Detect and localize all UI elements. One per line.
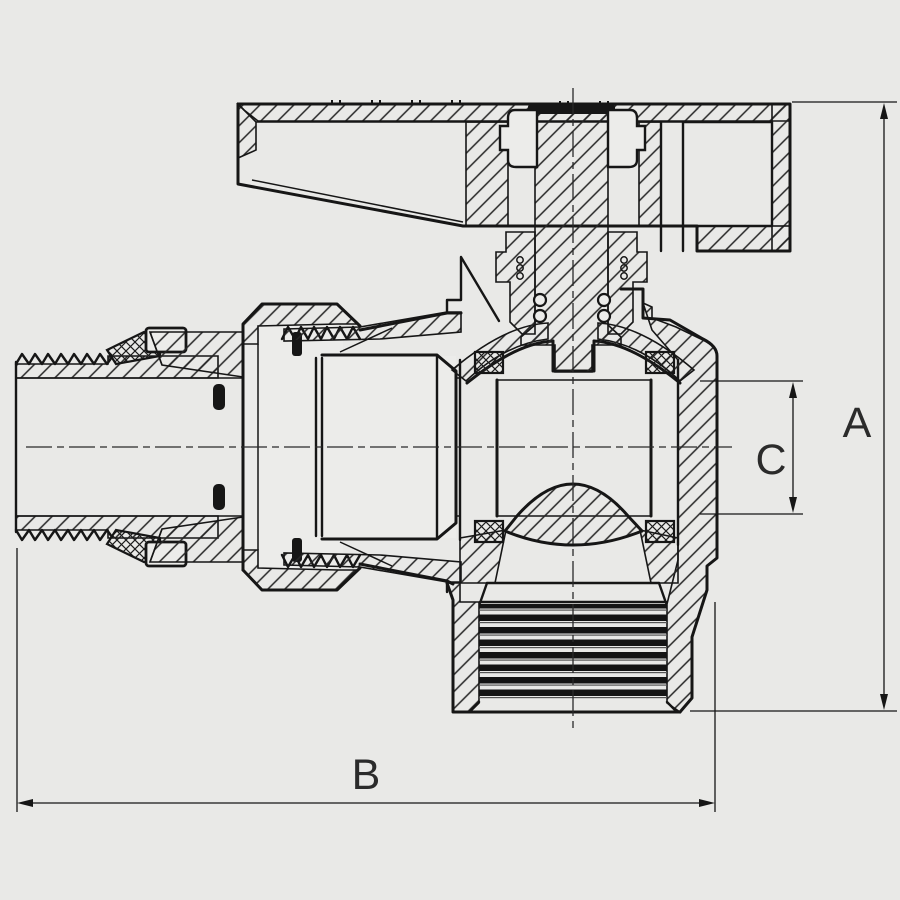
dimension-b: B [16,548,716,812]
dimension-a: A [690,101,897,712]
body-union-collar [283,255,501,594]
stem-o-ring [532,292,548,308]
stem-o-ring [596,292,612,308]
tube-end-bead [213,484,225,510]
seat-seals [473,350,676,544]
ball [465,339,682,547]
dim-a-label: A [843,399,872,447]
centerlines [26,88,732,730]
handle-cap-plate [528,105,615,114]
gland-nut [495,231,648,335]
tube-end-bead [213,384,225,410]
stem-o-ring [596,308,612,324]
dim-c-label: C [755,436,786,484]
ball-bore [495,378,653,518]
grip-serrations [331,100,609,105]
dim-b-label: B [352,751,381,799]
valve-stem [498,105,647,373]
stem-o-ring [532,308,548,324]
handle-ear [498,108,539,169]
handle-ear [606,108,647,169]
handle-hub-window [681,120,774,228]
dimension-c: C [700,380,803,515]
